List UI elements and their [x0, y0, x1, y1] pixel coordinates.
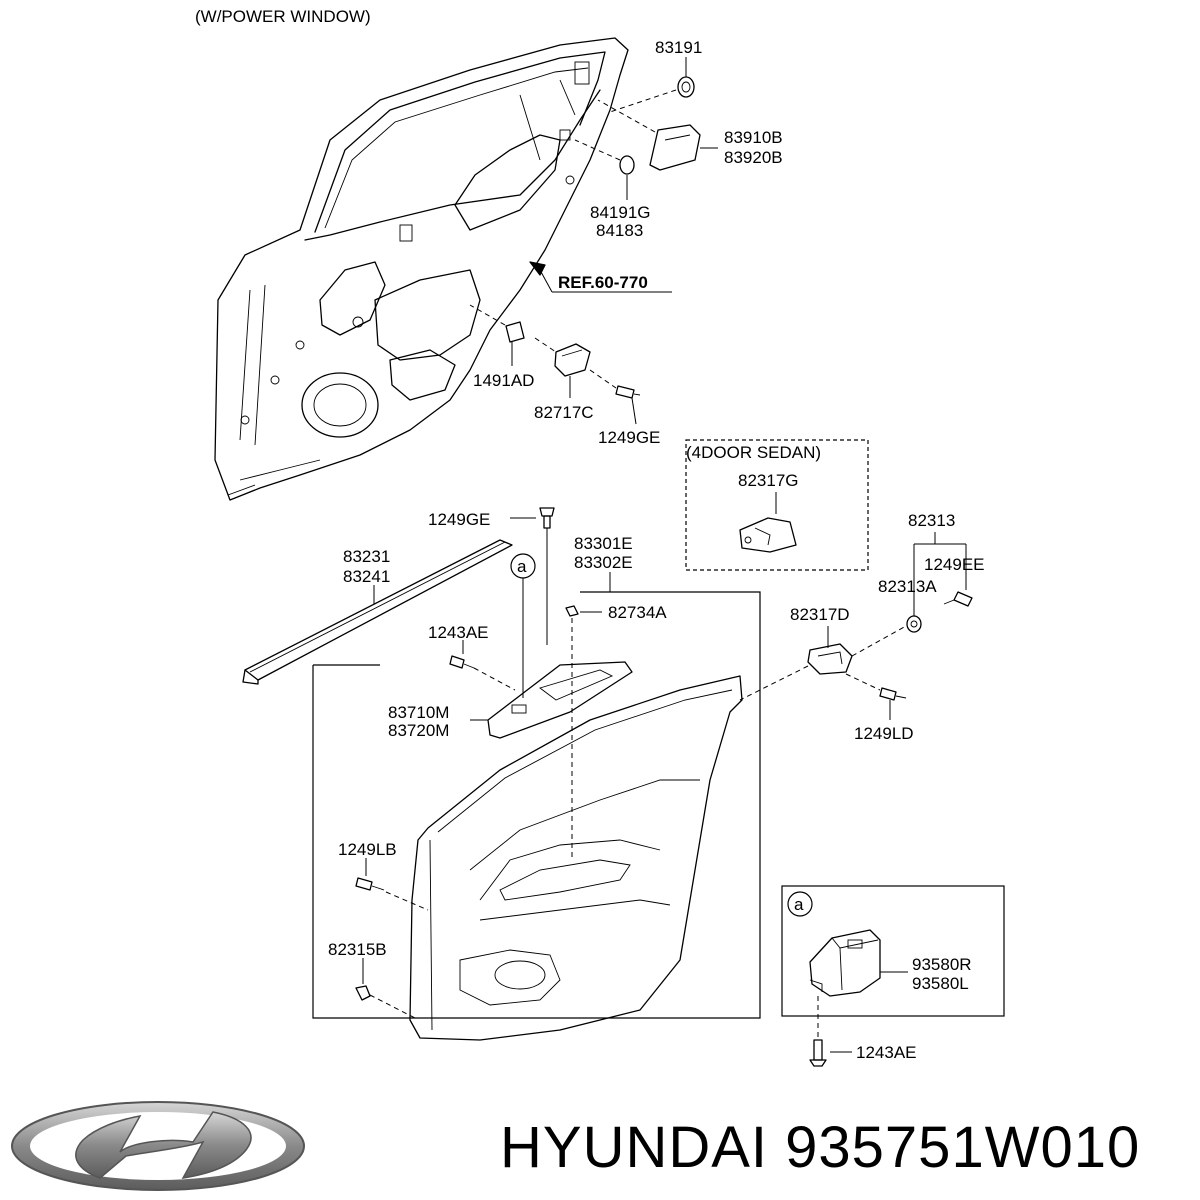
label-93580R: 93580R — [912, 955, 972, 974]
callout-a-main-label: a — [517, 557, 527, 576]
hyundai-logo — [11, 1101, 305, 1191]
detail-box-a — [781, 885, 1005, 1017]
screw-1243AE-detail — [809, 1039, 852, 1067]
callout-a-main — [510, 553, 536, 698]
label-1243AE-detail: 1243AE — [856, 1043, 917, 1062]
label-83301E: 83301E — [574, 534, 633, 553]
label-1243AE-left: 1243AE — [428, 623, 489, 642]
weatherstrip-83231 — [242, 539, 513, 685]
label-83710M: 83710M — [388, 703, 449, 722]
label-84183: 84183 — [596, 221, 643, 240]
nut-82313A — [906, 615, 922, 633]
label-83302E: 83302E — [574, 553, 633, 572]
callout-a-detail-label: a — [794, 895, 804, 914]
label-93580L: 93580L — [912, 974, 969, 993]
label-83920B: 83920B — [724, 148, 783, 167]
bracket-82717C — [534, 337, 591, 398]
header-note: (W/POWER WINDOW) — [195, 7, 371, 26]
screw-1243AE-left — [449, 640, 516, 691]
label-82734A: 82734A — [608, 603, 667, 622]
bolt-1249GE-mid — [510, 507, 555, 645]
sedan-variant-box — [685, 439, 869, 571]
clip-82315B — [355, 958, 416, 1019]
part-number: 935751W010 — [785, 1115, 1141, 1180]
label-1249EE: 1249EE — [924, 555, 985, 574]
grommet-83191 — [609, 57, 695, 113]
plug-84191G — [574, 139, 635, 200]
label-82717C: 82717C — [534, 403, 594, 422]
label-83241: 83241 — [343, 567, 390, 586]
label-83191: 83191 — [655, 38, 702, 57]
ref-arrow — [529, 261, 672, 293]
label-1249LB: 1249LB — [338, 840, 397, 859]
label-83720M: 83720M — [388, 721, 449, 740]
label-82315B: 82315B — [328, 940, 387, 959]
ref-label: REF.60-770 — [558, 273, 648, 292]
sedan-box-title: (4DOOR SEDAN) — [686, 443, 821, 462]
power-window-switch-93580 — [809, 929, 908, 1040]
label-83231: 83231 — [343, 547, 390, 566]
label-1249GE-mid: 1249GE — [428, 510, 490, 529]
striker-82317D — [739, 625, 907, 701]
leader-82313 — [913, 532, 967, 616]
brand-name: HYUNDAI — [500, 1115, 769, 1180]
switch-bezel-83710M — [470, 661, 633, 739]
label-82317G: 82317G — [738, 471, 799, 490]
trim-panel-box — [312, 572, 761, 1019]
label-1249LD: 1249LD — [854, 724, 914, 743]
label-83910B: 83910B — [724, 128, 783, 147]
door-trim-panel — [409, 675, 743, 1041]
screw-1249LB — [355, 858, 429, 911]
screw-1249EE — [943, 591, 973, 607]
part-number-caption: HYUNDAI 935751W010 — [500, 1108, 1190, 1188]
label-84191G: 84191G — [590, 203, 651, 222]
bolt-1249LD — [879, 687, 907, 720]
label-1491AD: 1491AD — [473, 371, 534, 390]
label-82313A: 82313A — [878, 577, 937, 596]
clip-1491AD — [469, 304, 525, 366]
striker-82317G — [739, 492, 797, 553]
label-82317D: 82317D — [790, 605, 850, 624]
label-82313: 82313 — [908, 511, 955, 530]
delta-trim-83910B — [597, 99, 718, 171]
bolt-1249GE-top — [589, 369, 641, 425]
clip-82734A — [565, 605, 602, 860]
door-inner-panel — [214, 37, 629, 501]
label-1249GE-top: 1249GE — [598, 428, 660, 447]
